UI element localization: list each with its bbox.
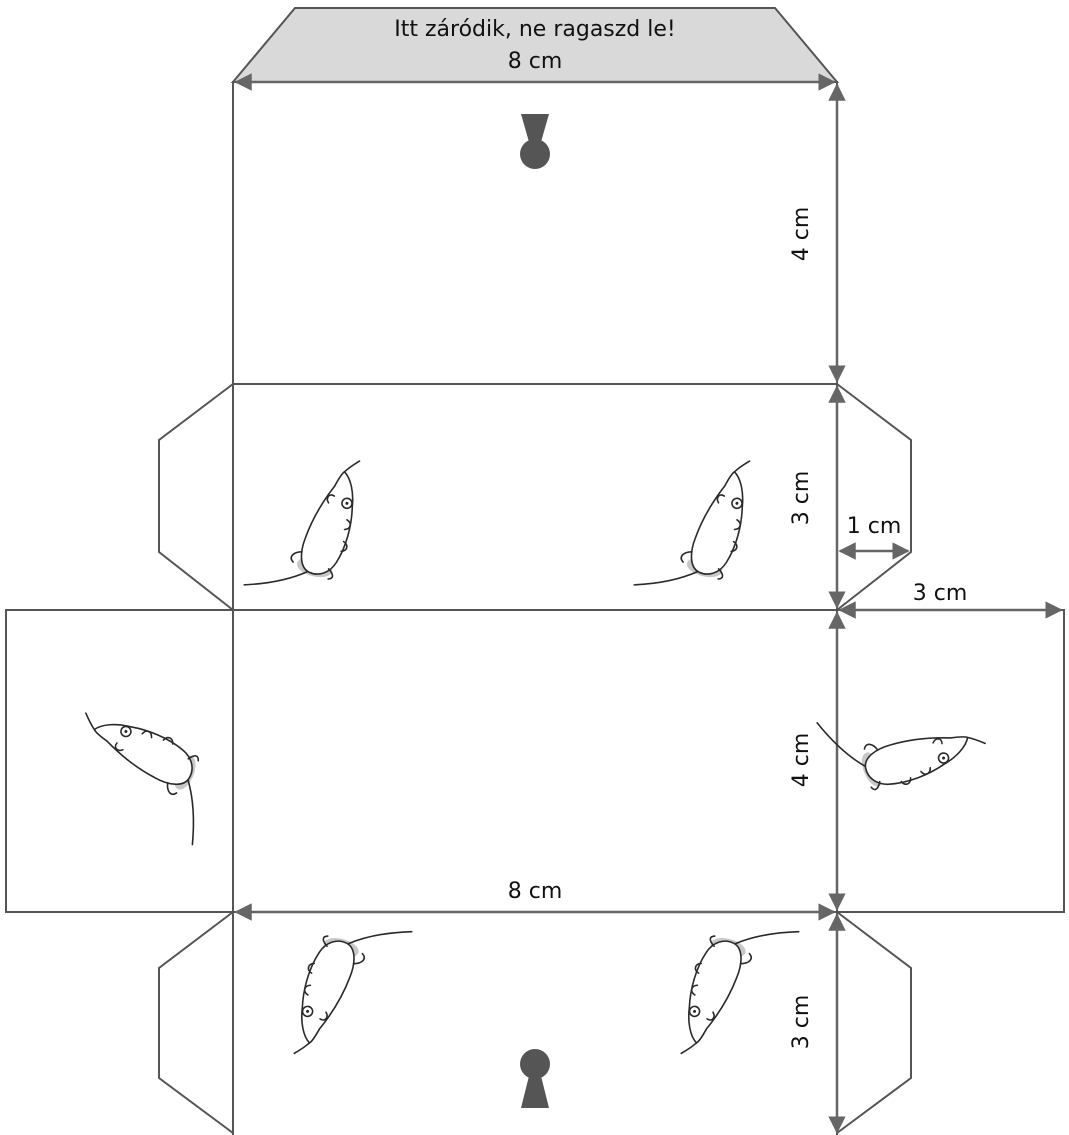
lower-right-flap — [836, 911, 912, 1134]
keyhole-icon — [520, 1049, 550, 1108]
mouse-illustration — [285, 907, 413, 1076]
body-height-label: 4 cm — [789, 733, 814, 788]
lower-left-flap — [158, 911, 234, 1134]
side-height-label: 3 cm — [789, 471, 814, 526]
mouse-illustration — [816, 666, 990, 808]
top-width-label: 8 cm — [508, 49, 563, 74]
keyhole-icon — [520, 114, 550, 169]
mouse-illustration — [672, 907, 800, 1076]
end-width-label: 3 cm — [913, 581, 968, 606]
flap-width-label: 1 cm — [847, 514, 902, 539]
closure-note-label: Itt záródik, ne ragaszd le! — [394, 17, 675, 42]
upper-right-flap — [836, 383, 912, 611]
mouse-illustration — [243, 440, 369, 608]
base-width-label: 8 cm — [508, 879, 563, 904]
lid-height-label: 4 cm — [789, 207, 814, 262]
bottom-side-height-label: 3 cm — [789, 995, 814, 1050]
upper-left-flap — [158, 383, 234, 611]
mouse-illustration — [633, 440, 759, 608]
base-panel — [232, 609, 838, 913]
mouse-illustration — [54, 704, 228, 846]
